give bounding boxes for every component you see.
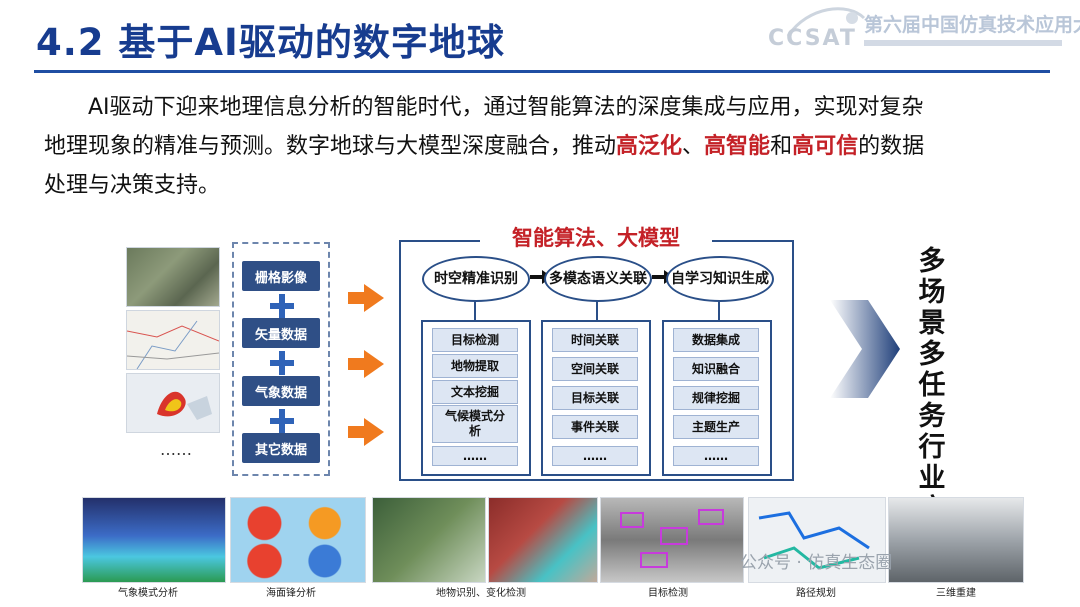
connector-line <box>474 300 476 320</box>
plus-icon <box>270 409 294 433</box>
intro-line-2: 地理现象的精准与预测。数字地球与大模型深度融合，推动高泛化、高智能和高可信的数据 <box>44 134 924 159</box>
task-climate-pattern: 气候模式分析 <box>432 405 518 443</box>
highlight-credibility: 高可信 <box>792 134 859 159</box>
title-divider <box>34 70 1050 73</box>
more-inputs-ellipsis: …… <box>160 440 192 459</box>
highlight-intelligence: 高智能 <box>704 134 771 159</box>
task-pattern-mining: 规律挖掘 <box>673 386 759 410</box>
highlight-generalization: 高泛化 <box>616 134 683 159</box>
intro-separator-1: 、 <box>682 134 705 159</box>
intro-line-3: 处理与决策支持。 <box>44 173 221 198</box>
task-object-detection: 目标检测 <box>432 328 518 352</box>
task-spatial-association: 空间关联 <box>552 357 638 381</box>
input-vector-data: 矢量数据 <box>242 318 320 348</box>
land-cover-screenshot-1 <box>372 497 486 583</box>
intro-line-2-text: 地理现象的精准与预测。数字地球与大模型深度融合，推动 <box>44 134 617 159</box>
caption-land-cover: 地物识别、变化检测 <box>436 588 526 599</box>
connector-line <box>718 300 720 320</box>
flow-arrow-icon <box>348 284 384 312</box>
task-data-integration: 数据集成 <box>673 328 759 352</box>
connector-line <box>596 300 598 320</box>
logo-swoosh-icon <box>786 7 866 37</box>
route-lines <box>758 511 870 570</box>
intro-paragraph: AI驱动下迎来地理信息分析的智能时代，通过智能算法的深度集成与应用，实现对复杂 … <box>44 88 1044 205</box>
logo-conference-name: 第六届中国仿真技术应用大会 <box>864 14 1080 36</box>
3d-reconstruction-screenshot <box>888 497 1024 583</box>
task-more-2: …… <box>552 446 638 466</box>
input-raster-imagery: 栅格影像 <box>242 261 320 291</box>
input-weather-data: 气象数据 <box>242 376 320 406</box>
intro-separator-2: 和 <box>770 134 793 159</box>
conference-logo: CCSAT 第六届中国仿真技术应用大会 <box>768 6 1080 58</box>
plus-icon <box>270 294 294 318</box>
weather-model-screenshot <box>82 497 226 583</box>
task-more-3: …… <box>673 446 759 466</box>
task-event-association: 事件关联 <box>552 415 638 439</box>
input-data-group <box>232 242 330 476</box>
vector-map-lines <box>126 320 220 370</box>
watermark: 公众号 · 仿真生态圈 <box>740 553 893 573</box>
route-planning-screenshot <box>748 497 886 583</box>
model-title: 智能算法、大模型 <box>480 222 712 254</box>
output-chevron-icon <box>830 300 900 398</box>
task-theme-production: 主题生产 <box>673 415 759 439</box>
terrain-thumbnail <box>126 247 220 307</box>
logo-subtitle-bar <box>864 40 1062 46</box>
stage-spatiotemporal-recognition: 时空精准识别 <box>422 256 530 302</box>
flow-arrow-icon <box>348 350 384 378</box>
caption-sea-front: 海面锋分析 <box>266 588 316 599</box>
detection-boxes <box>620 509 724 568</box>
intro-line-1: AI驱动下迎来地理信息分析的智能时代，通过智能算法的深度集成与应用，实现对复杂 <box>88 95 924 120</box>
intro-line-2-end: 的数据 <box>858 134 925 159</box>
logo-mark-text: CCSAT <box>768 26 857 51</box>
stage-self-learning-knowledge: 自学习知识生成 <box>666 256 774 302</box>
object-detection-screenshot <box>600 497 744 583</box>
sea-front-screenshot <box>230 497 366 583</box>
weather-radar-thumbnail <box>126 373 220 433</box>
page-title: 4.2 基于AI驱动的数字地球 <box>36 21 505 64</box>
land-cover-screenshot-2 <box>488 497 598 583</box>
caption-route-planning: 路径规划 <box>796 588 836 599</box>
task-feature-extraction: 地物提取 <box>432 354 518 378</box>
task-more-1: …… <box>432 446 518 466</box>
task-temporal-association: 时间关联 <box>552 328 638 352</box>
caption-3d-reconstruction: 三维重建 <box>936 588 976 599</box>
caption-weather-model: 气象模式分析 <box>118 588 178 599</box>
flow-arrow-icon <box>348 418 384 446</box>
caption-object-detection: 目标检测 <box>648 588 688 599</box>
task-object-association: 目标关联 <box>552 386 638 410</box>
weather-radar-echo <box>157 391 212 420</box>
input-other-data: 其它数据 <box>242 433 320 463</box>
task-text-mining: 文本挖掘 <box>432 380 518 404</box>
plus-icon <box>270 351 294 375</box>
task-knowledge-fusion: 知识融合 <box>673 357 759 381</box>
stage-multimodal-association: 多模态语义关联 <box>544 256 652 302</box>
vector-map-thumbnail <box>126 310 220 370</box>
